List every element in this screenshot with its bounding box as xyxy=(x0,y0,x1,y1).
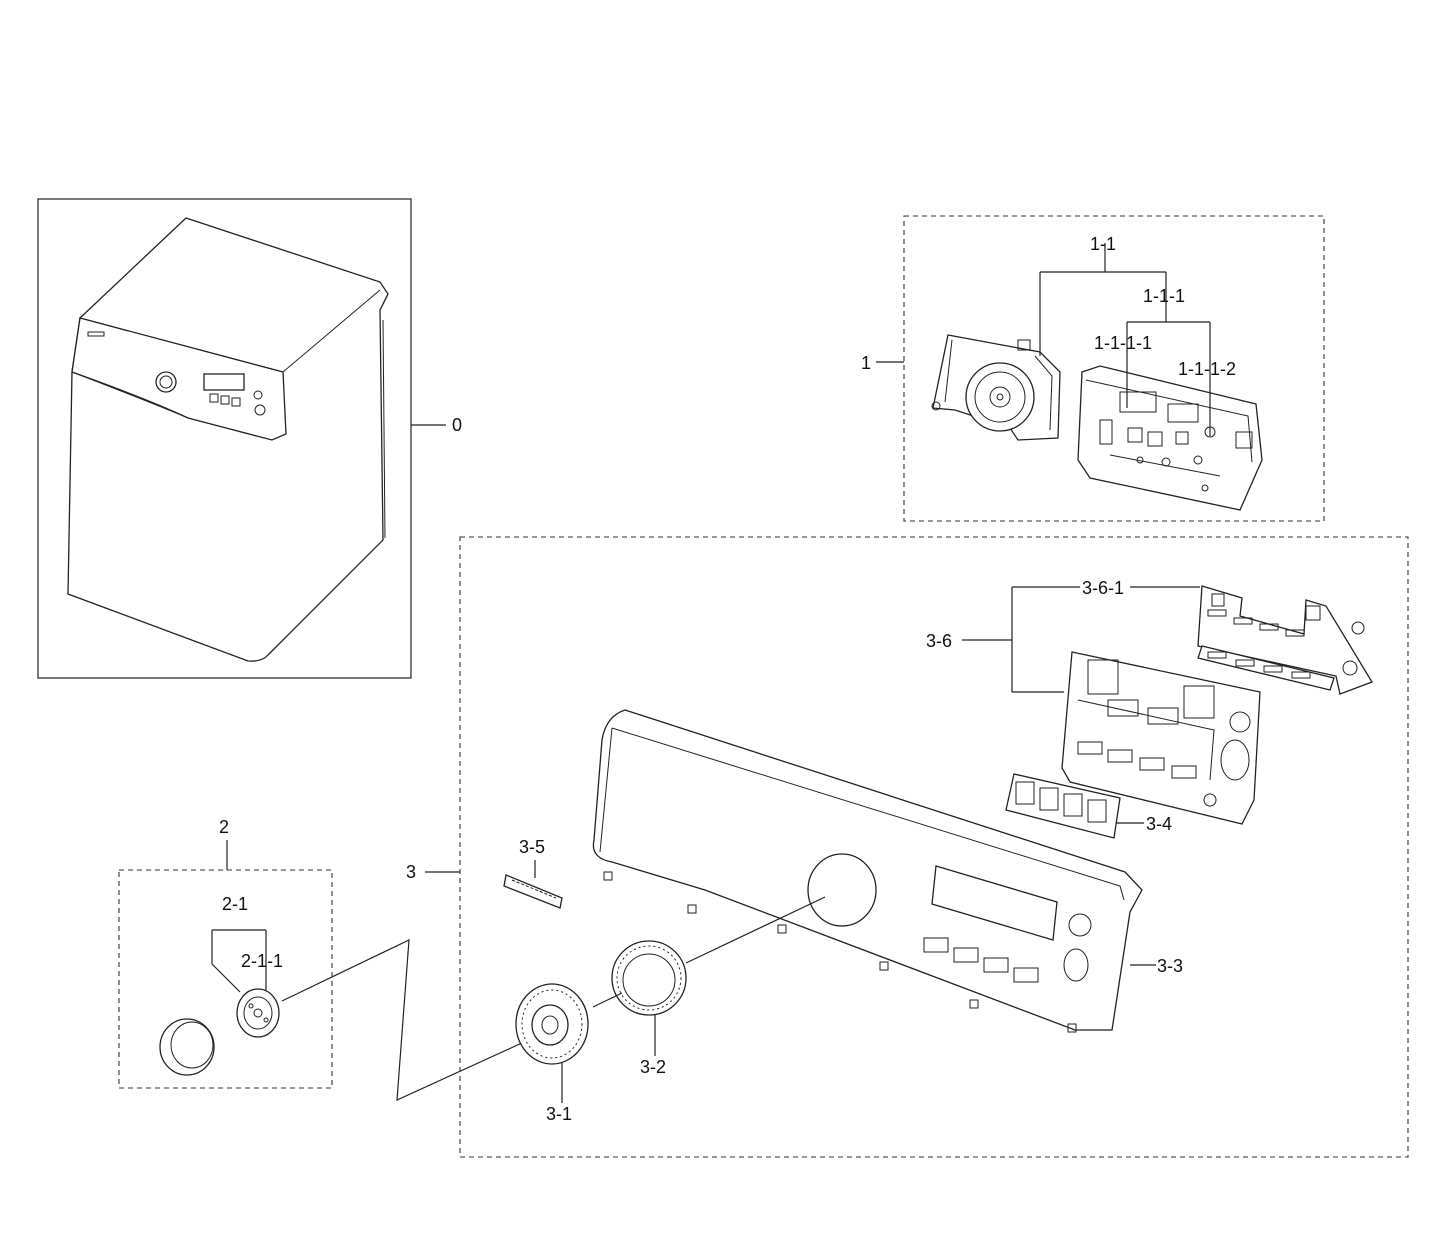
knob-ring-illustration xyxy=(611,940,687,1016)
button-holder-illustration xyxy=(1005,773,1121,839)
button-bracket-illustration xyxy=(1197,585,1373,695)
display-pcb-illustration xyxy=(1061,651,1261,825)
pcb-housing-illustration xyxy=(931,334,1061,441)
group-0-frame xyxy=(37,198,412,679)
control-panel-illustration xyxy=(592,709,1143,1033)
label-1-1-1-2: 1-1-1-2 xyxy=(1178,359,1236,379)
label-1-1-1-1: 1-1-1-1 xyxy=(1094,333,1152,353)
label-3-6: 3-6 xyxy=(926,631,952,651)
label-1-1-1: 1-1-1 xyxy=(1143,286,1185,306)
label-3-1: 3-1 xyxy=(546,1104,572,1124)
label-3: 3 xyxy=(406,862,416,882)
knob-alignment-line xyxy=(281,939,558,1101)
label-2-1-1: 2-1-1 xyxy=(241,951,283,971)
label-3-6-1: 3-6-1 xyxy=(1082,578,1124,598)
group-1-frame xyxy=(903,215,1325,522)
label-1: 1 xyxy=(861,353,871,373)
label-3-5: 3-5 xyxy=(519,837,545,857)
label-2: 2 xyxy=(219,817,229,837)
group-3-control-panel-assembly: 3 3-3 xyxy=(406,536,1409,1158)
knob-cap-illustration xyxy=(159,1018,215,1076)
label-3-4: 3-4 xyxy=(1146,814,1172,834)
label-3-2: 3-2 xyxy=(640,1057,666,1077)
label-3-3: 3-3 xyxy=(1157,956,1183,976)
label-1-1: 1-1 xyxy=(1090,234,1116,254)
label-0: 0 xyxy=(452,415,462,435)
dryer-cabinet-illustration xyxy=(67,217,389,662)
pcb-board-illustration xyxy=(1077,365,1263,511)
badge-illustration xyxy=(503,874,563,909)
knob-illustration xyxy=(236,988,280,1038)
label-2-1: 2-1 xyxy=(222,894,248,914)
encoder-dial-illustration xyxy=(515,983,589,1065)
group-0-dryer-assembly: 0 xyxy=(37,198,462,679)
group-1-pcb-assembly: 1 xyxy=(861,215,1325,522)
group-3-frame xyxy=(459,536,1409,1158)
group-2-knob-assembly: 2 2-1 2-1-1 xyxy=(118,817,333,1089)
